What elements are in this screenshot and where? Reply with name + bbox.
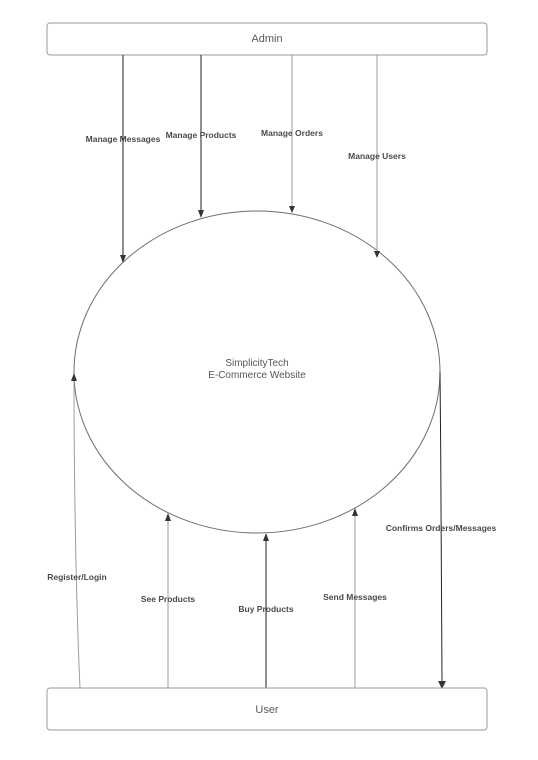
flow-confirms-orders-messages: Confirms Orders/Messages — [386, 371, 497, 689]
flow-register-login: Register/Login — [47, 373, 107, 689]
arrowhead-icon — [198, 210, 204, 218]
arrowhead-icon — [263, 533, 269, 541]
user-entity: User — [46, 687, 488, 731]
flow-label-buy-products: Buy Products — [238, 604, 294, 614]
arrowhead-icon — [289, 206, 295, 213]
flow-see-products: See Products — [141, 513, 196, 688]
flow-manage-orders: Manage Orders — [261, 55, 323, 213]
flow-send-messages: Send Messages — [323, 508, 387, 688]
admin-entity: Admin — [46, 22, 488, 56]
flow-label-send-messages: Send Messages — [323, 592, 387, 602]
flow-line — [439, 371, 443, 682]
admin-label: Admin — [251, 33, 282, 45]
flow-label-manage-orders: Manage Orders — [261, 128, 323, 138]
arrowhead-icon — [352, 508, 358, 516]
flow-label-see-products: See Products — [141, 594, 196, 604]
flow-buy-products: Buy Products — [238, 533, 294, 688]
flow-label-manage-messages: Manage Messages — [86, 134, 161, 144]
process-title: SimplicityTech — [225, 358, 288, 369]
flow-manage-messages: Manage Messages — [86, 55, 161, 263]
process-subtitle: E-Commerce Website — [208, 370, 306, 381]
user-box — [46, 687, 488, 731]
flow-line — [73, 380, 81, 689]
arrowhead-icon — [374, 251, 380, 258]
flow-label-register-login: Register/Login — [47, 572, 107, 582]
flow-manage-products: Manage Products — [166, 55, 237, 218]
arrowhead-icon — [71, 373, 77, 381]
arrowhead-icon — [438, 681, 446, 689]
process-node: SimplicityTech E-Commerce Website — [73, 210, 441, 534]
flow-label-manage-products: Manage Products — [166, 130, 237, 140]
arrowhead-icon — [120, 255, 126, 263]
flow-label-manage-users: Manage Users — [348, 151, 406, 161]
user-label: User — [255, 704, 279, 716]
flow-manage-users: Manage Users — [348, 55, 406, 258]
admin-box — [46, 22, 488, 56]
flow-label-confirms: Confirms Orders/Messages — [386, 523, 497, 533]
arrowhead-icon — [165, 513, 171, 521]
